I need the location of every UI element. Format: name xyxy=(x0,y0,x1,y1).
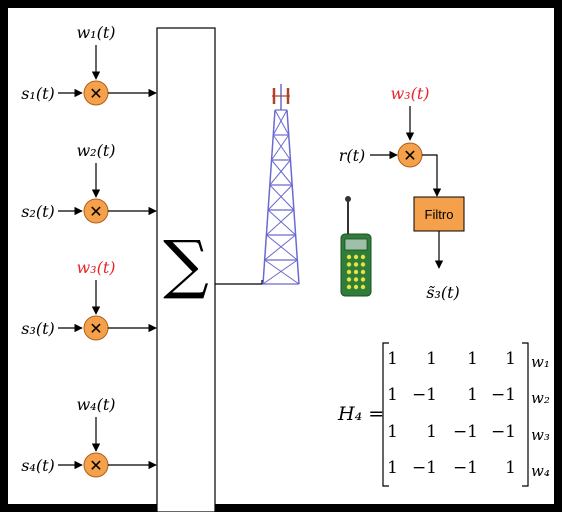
transmitter-branches: w₁(t) s₁(t) ✕ w₂(t) s₂(t) ✕ w₃(t) s₃(t) ✕ w₄(t) s₄… xyxy=(21,23,156,477)
matrix-cells: 1 1 1 1 w₁ 1 −1 1 −1 w₂ 1 1 −1 −1 w₃ 1 −1 −1 1 w₄ xyxy=(387,349,550,480)
code-label: w₃(t) xyxy=(76,258,115,277)
multiplier: ✕ xyxy=(84,199,108,223)
matrix-cell: −1 xyxy=(412,385,437,405)
matrix-row-label: w₄ xyxy=(531,462,550,480)
mobile-phone-icon xyxy=(341,196,371,296)
matrix-cell: −1 xyxy=(491,385,516,405)
matrix-cell: −1 xyxy=(491,422,516,442)
branch-3: w₃(t) s₃(t) ✕ xyxy=(21,258,156,340)
branch-4: w₄(t) s₄(t) ✕ xyxy=(21,395,156,477)
receiver-multiplier-symbol: ✕ xyxy=(403,148,416,165)
matrix-cell: 1 xyxy=(387,349,398,369)
code-label: w₁(t) xyxy=(76,23,115,42)
input-label: s₃(t) xyxy=(21,319,55,338)
matrix-cell: 1 xyxy=(387,458,398,478)
matrix-cell: 1 xyxy=(505,349,516,369)
receiver-input-label: r(t) xyxy=(339,146,366,165)
matrix-cell: 1 xyxy=(426,349,437,369)
sum-symbol: ∑ xyxy=(163,228,209,302)
multiplier-symbol: ✕ xyxy=(89,458,102,475)
multiplier: ✕ xyxy=(84,316,108,340)
matrix-cell: 1 xyxy=(387,385,398,405)
receiver-multiplier: ✕ xyxy=(398,143,422,167)
receiver-to-filter-line xyxy=(422,155,437,196)
filter-label: Filtro xyxy=(425,207,454,222)
matrix-cell: 1 xyxy=(467,385,478,405)
input-label: s₄(t) xyxy=(21,456,55,475)
code-label: w₂(t) xyxy=(76,141,115,160)
matrix-row-label: w₂ xyxy=(531,389,550,407)
receiver-code-label: w₃(t) xyxy=(390,84,429,103)
matrix-cell: 1 xyxy=(387,422,398,442)
matrix-right-bracket xyxy=(522,343,528,486)
input-label: s₂(t) xyxy=(21,202,55,221)
matrix-cell: 1 xyxy=(426,422,437,442)
tower-icon xyxy=(263,84,299,284)
matrix-cell: −1 xyxy=(453,422,478,442)
matrix-cell: 1 xyxy=(505,458,516,478)
input-label: s₁(t) xyxy=(21,84,55,103)
matrix-row-label: w₁ xyxy=(531,353,550,371)
multiplier-symbol: ✕ xyxy=(89,86,102,103)
multiplier: ✕ xyxy=(84,81,108,105)
adder-block: ∑ xyxy=(157,28,215,512)
multiplier-symbol: ✕ xyxy=(89,204,102,221)
matrix-cell: 1 xyxy=(467,349,478,369)
filter-block: Filtro xyxy=(414,197,464,231)
receiver-output-label: s̃₃(t) xyxy=(426,283,460,302)
adder-to-tower-line xyxy=(215,280,262,284)
multiplier: ✕ xyxy=(84,453,108,477)
branch-2: w₂(t) s₂(t) ✕ xyxy=(21,141,156,223)
code-label: w₄(t) xyxy=(76,395,115,414)
branch-1: w₁(t) s₁(t) ✕ xyxy=(21,23,156,105)
matrix-row-label: w₃ xyxy=(531,426,550,444)
matrix-cell: −1 xyxy=(453,458,478,478)
multiplier-symbol: ✕ xyxy=(89,321,102,338)
matrix-cell: −1 xyxy=(412,458,437,478)
matrix-label: H₄ = xyxy=(337,403,384,425)
hadamard-matrix: H₄ = 1 1 1 1 w₁ 1 −1 1 −1 w₂ 1 1 −1 −1 w₃ 1 −1 −1 1 w₄ xyxy=(337,343,550,486)
